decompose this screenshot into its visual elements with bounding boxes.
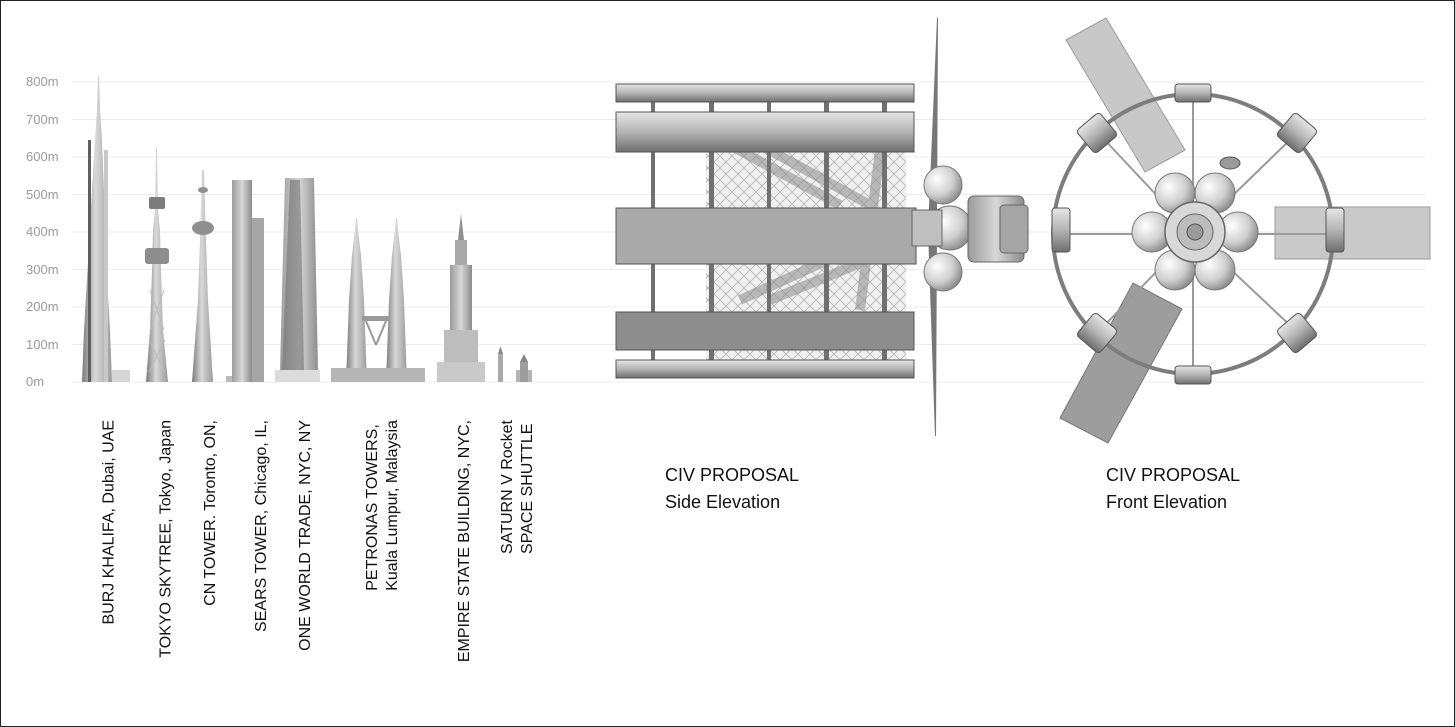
- empire-state-silhouette: [437, 214, 485, 382]
- side-caption-subtitle: Side Elevation: [665, 492, 781, 512]
- y-tick-label: 700m: [26, 111, 59, 127]
- y-tick-label: 0m: [26, 374, 45, 389]
- sears-tower-silhouette: [226, 180, 264, 382]
- ring-sections: [615, 83, 917, 379]
- civ-front-elevation-drawing: [1051, 17, 1431, 444]
- y-tick-label: 800m: [26, 74, 59, 89]
- category-label-text: ONE WORLD TRADE, NYC, NY: [297, 420, 314, 651]
- tokyo-skytree-silhouette: [145, 147, 169, 382]
- y-tick-label: 400m: [26, 224, 59, 239]
- side-caption-title: CIV PROPOSAL: [665, 465, 800, 485]
- one-world-trade-silhouette: [275, 178, 320, 382]
- front-elevation-caption: CIV PROPOSAL Front Elevation: [1106, 462, 1240, 516]
- central-hub: [1131, 156, 1259, 291]
- category-label-text: CN TOWER. Toronto, ON,: [202, 420, 219, 606]
- tower-silhouettes: [82, 76, 532, 382]
- hub-module: [911, 165, 1029, 292]
- petronas-towers-silhouette: [331, 218, 425, 382]
- category-label-text: PETRONAS TOWERS, Kuala Lumpur, Malaysia: [364, 420, 401, 591]
- saturn-v-silhouette: [498, 346, 503, 382]
- y-tick-label: 200m: [26, 299, 59, 314]
- y-tick-label: 500m: [26, 186, 59, 202]
- category-label-text: BURJ KHALIFA, Dubai, UAE: [101, 420, 118, 625]
- category-label-text: SATURN V Rocket SPACE SHUTTLE: [499, 420, 536, 554]
- side-elevation-caption: CIV PROPOSAL Side Elevation: [665, 462, 799, 516]
- civ-side-elevation-drawing: [615, 18, 1029, 436]
- category-label-text: EMPIRE STATE BUILDING, NYC,: [456, 420, 473, 663]
- front-caption-title: CIV PROPOSAL: [1106, 465, 1241, 485]
- ring-habitat-modules: [1051, 83, 1345, 385]
- cn-tower-silhouette: [192, 170, 214, 382]
- y-tick-label: 300m: [26, 261, 59, 277]
- burj-khalifa-silhouette: [82, 76, 130, 382]
- front-caption-subtitle: Front Elevation: [1106, 492, 1228, 512]
- y-tick-label: 600m: [26, 149, 59, 164]
- space-shuttle-silhouette: [516, 354, 532, 382]
- y-tick-label: 100m: [26, 336, 59, 352]
- category-label-text: TOKYO SKYTREE, Tokyo, Japan: [158, 420, 175, 658]
- category-label-text: SEARS TOWER, Chicago, IL,: [253, 420, 270, 632]
